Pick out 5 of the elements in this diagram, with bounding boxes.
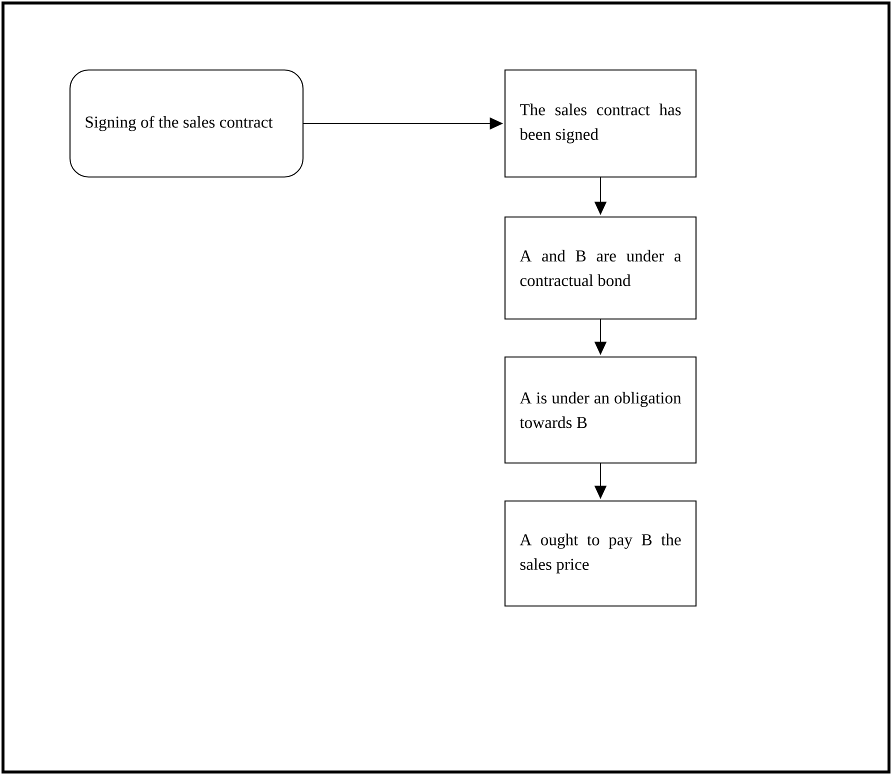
rounded-box: Signing of the sales contract: [69, 69, 304, 178]
process-box: A ought to pay B the sales price: [504, 500, 697, 607]
process-box: A is under an obligation towards B: [504, 356, 697, 464]
process-box: A and B are under a contractual bond: [504, 216, 697, 320]
process-box: The sales contract has been signed: [504, 69, 697, 178]
